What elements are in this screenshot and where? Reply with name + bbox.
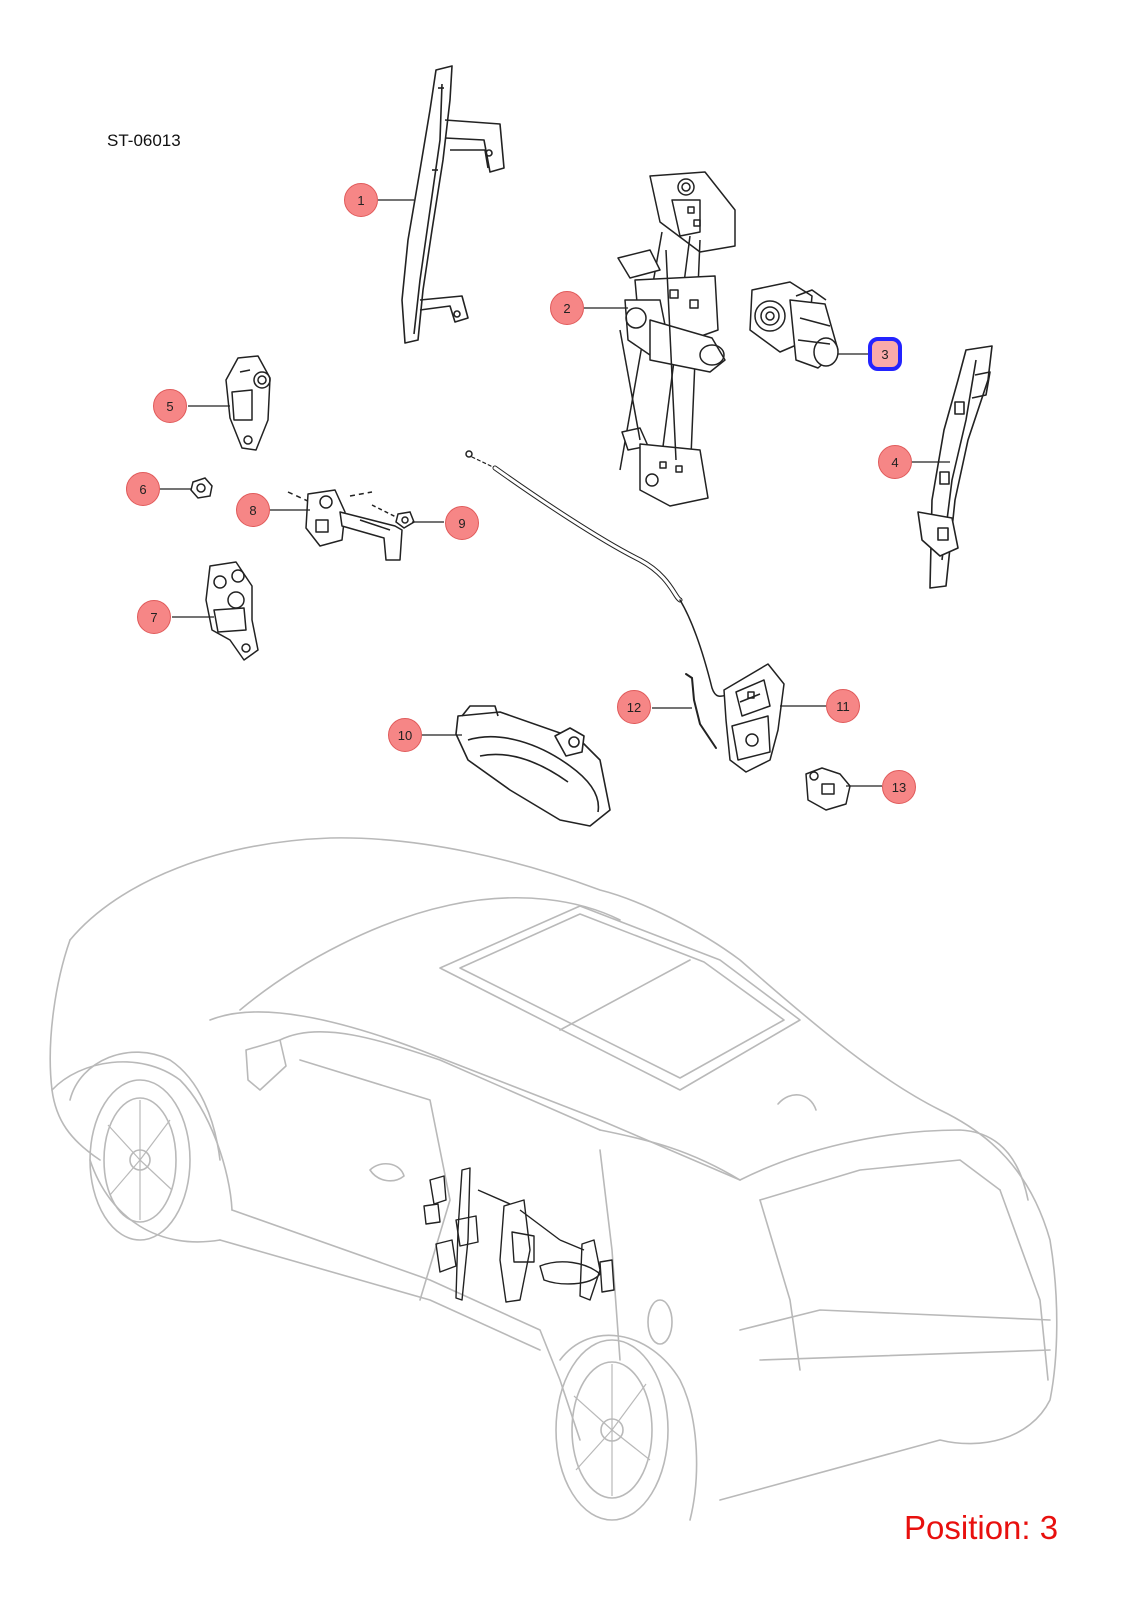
callout-7-label: 7 bbox=[150, 609, 158, 625]
callout-2-label: 2 bbox=[563, 300, 571, 316]
part-13-striker bbox=[805, 767, 851, 811]
callout-1[interactable]: 1 bbox=[344, 183, 378, 217]
callout-5[interactable]: 5 bbox=[153, 389, 187, 423]
callout-9-label: 9 bbox=[458, 515, 466, 531]
vehicle-outline bbox=[49, 837, 1058, 1521]
part-12-latch-cable bbox=[465, 450, 731, 749]
door-parts-thumbnail bbox=[423, 1167, 615, 1303]
part-6-nut bbox=[190, 477, 213, 499]
callout-10[interactable]: 10 bbox=[388, 718, 422, 752]
part-10-outside-handle bbox=[455, 705, 611, 827]
part-1-glass-channel bbox=[401, 65, 505, 344]
part-5-upper-hinge bbox=[225, 355, 271, 451]
part-4-rear-channel bbox=[917, 345, 993, 589]
callout-9[interactable]: 9 bbox=[445, 506, 479, 540]
callout-11[interactable]: 11 bbox=[826, 689, 860, 723]
part-9-bolt-head bbox=[395, 511, 415, 529]
callout-6[interactable]: 6 bbox=[126, 472, 160, 506]
callout-11-label: 11 bbox=[836, 698, 850, 714]
part-8-check-strap bbox=[287, 489, 403, 561]
wheel-spokes bbox=[107, 1100, 651, 1496]
callout-8[interactable]: 8 bbox=[236, 493, 270, 527]
callout-6-label: 6 bbox=[139, 481, 147, 497]
callout-10-label: 10 bbox=[397, 727, 413, 743]
callout-13-label: 13 bbox=[891, 779, 907, 795]
callout-3-label: 3 bbox=[881, 346, 889, 362]
part-7-lower-hinge bbox=[205, 561, 259, 661]
part-3-window-motor bbox=[749, 281, 839, 369]
callout-12[interactable]: 12 bbox=[617, 690, 651, 724]
callout-4-label: 4 bbox=[891, 454, 899, 470]
callout-3[interactable]: 3 bbox=[868, 337, 902, 371]
part-9-bolt bbox=[371, 504, 399, 519]
diagram-id: ST-06013 bbox=[107, 131, 181, 150]
callout-1-label: 1 bbox=[357, 192, 365, 208]
leader-lines bbox=[160, 199, 950, 787]
callout-7[interactable]: 7 bbox=[137, 600, 171, 634]
callout-5-label: 5 bbox=[166, 398, 174, 414]
part-11-door-latch bbox=[723, 663, 785, 773]
callout-4[interactable]: 4 bbox=[878, 445, 912, 479]
callout-8-label: 8 bbox=[249, 502, 257, 518]
callout-13[interactable]: 13 bbox=[882, 770, 916, 804]
callout-2[interactable]: 2 bbox=[550, 291, 584, 325]
position-caption: Position: 3 bbox=[904, 1509, 1059, 1546]
part-2-window-regulator bbox=[617, 171, 736, 507]
callout-12-label: 12 bbox=[626, 699, 642, 715]
